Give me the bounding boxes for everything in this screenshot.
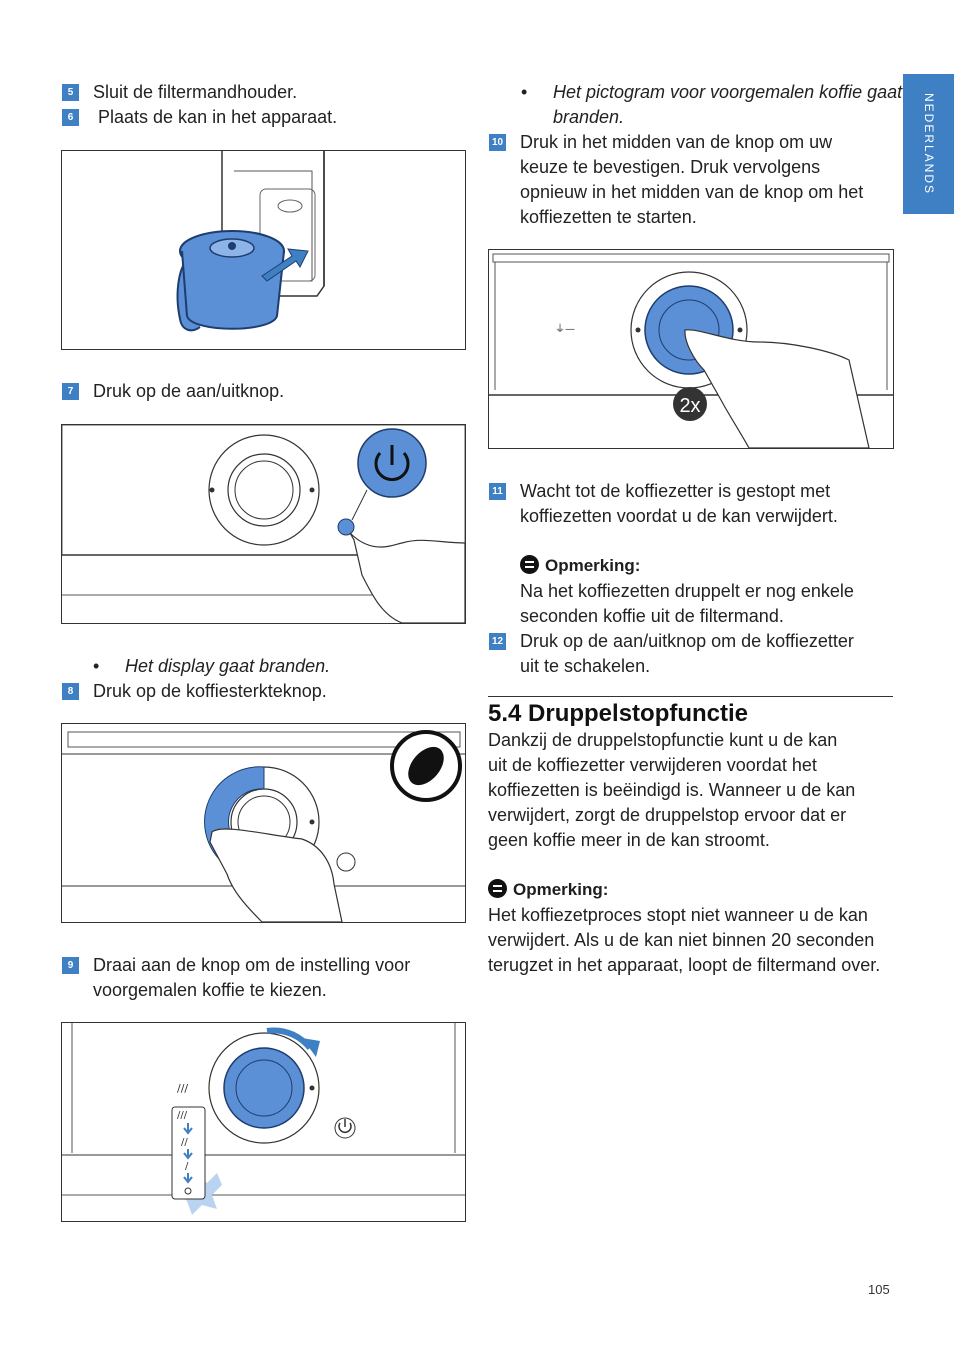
- note-icon: [488, 879, 507, 898]
- page-number: 105: [868, 1282, 890, 1297]
- step-text: Druk op de koffiesterkteknop.: [93, 681, 327, 701]
- language-label: NEDERLANDS: [921, 92, 936, 196]
- note-label: Opmerking:: [513, 880, 609, 899]
- note-text-line: Na het koffiezetten druppelt er nog enke…: [520, 581, 854, 601]
- press-twice-label: 2x: [679, 395, 700, 417]
- bullet-text-line: Het pictogram voor voorgemalen koffie ga…: [553, 82, 903, 102]
- figure-turn-knob: /// /// // /: [61, 1022, 466, 1222]
- section-text-line: Dankzij de druppelstopfunctie kunt u de …: [488, 730, 838, 750]
- svg-text:⏚—: ⏚—: [555, 323, 575, 335]
- step-number: 7: [62, 383, 79, 400]
- step-text-line: Draai aan de knop om de instelling voor: [93, 955, 411, 975]
- figure-press-center: ⏚— 2x: [488, 249, 894, 449]
- step-text: Plaats de kan in het apparaat.: [93, 107, 338, 127]
- step-number: 10: [489, 134, 506, 151]
- step-number: 8: [62, 683, 79, 700]
- step-text-line: voorgemalen koffie te kiezen.: [93, 980, 327, 1000]
- note-text-line: Het koffiezetproces stopt niet wanneer u…: [488, 905, 868, 925]
- step-7: 7 Druk op de aan/uitknop.: [62, 379, 462, 404]
- section-text-line: geen koffie meer in de kan stroomt.: [488, 830, 770, 850]
- svg-text:///: ///: [177, 1082, 188, 1095]
- step-5: 5 Sluit de filtermandhouder.: [62, 80, 462, 105]
- section-title: 5.4 Druppelstopfunctie: [488, 700, 749, 727]
- bullet-text-line: branden.: [553, 107, 625, 127]
- step-text: Sluit de filtermandhouder.: [93, 82, 298, 102]
- svg-text:///: ///: [177, 1110, 188, 1121]
- step-text-line: uit te schakelen.: [520, 656, 651, 676]
- note-label: Opmerking:: [545, 556, 641, 575]
- note-text-line: verwijdert. Als u de kan niet binnen 20 …: [488, 930, 875, 950]
- note-heading: Opmerking:: [488, 878, 608, 902]
- step-text-line: koffiezetten voordat u de kan verwijdert…: [520, 506, 838, 526]
- note-heading: Opmerking:: [520, 554, 640, 578]
- jug-illustration: [176, 151, 325, 332]
- figure-strength-button: [61, 723, 466, 923]
- bullet-text: Het display gaat branden.: [125, 656, 331, 676]
- section-text-line: verwijdert, zorgt de druppelstop ervoor …: [488, 805, 847, 825]
- step-text-line: keuze te bevestigen. Druk vervolgens: [520, 157, 821, 177]
- note-text-line: seconden koffie uit de filtermand.: [520, 606, 784, 626]
- step-12: 12 Druk op de aan/uitknop om de koffieze…: [489, 629, 894, 679]
- step-text: Druk op de aan/uitknop.: [93, 381, 285, 401]
- figure-power-button: [61, 424, 466, 624]
- step-11: 11 Wacht tot de koffiezetter is gestopt …: [489, 479, 894, 529]
- step-number: 5: [62, 84, 79, 101]
- bullet-ground-coffee-icon: • Het pictogram voor voorgemalen koffie …: [521, 80, 902, 130]
- section-text-line: uit de koffiezetter verwijderen voordat …: [488, 755, 817, 775]
- step-number: 9: [62, 957, 79, 974]
- section-text-line: koffiezetten is beëindigd is. Wanneer u …: [488, 780, 856, 800]
- section-divider: [488, 696, 893, 697]
- step-text-line: opnieuw in het midden van de knop om het: [520, 182, 864, 202]
- step-text-line: Wacht tot de koffiezetter is gestopt met: [520, 481, 831, 501]
- figure-insert-jug: [61, 150, 466, 350]
- step-8: 8 Druk op de koffiesterkteknop.: [62, 679, 462, 704]
- language-tab: NEDERLANDS: [903, 74, 954, 214]
- note-text-line: terugzet in het apparaat, loopt de filte…: [488, 955, 881, 975]
- svg-text://: //: [181, 1137, 188, 1148]
- step-6: 6 Plaats de kan in het apparaat.: [62, 105, 462, 130]
- step-text-line: koffiezetten te starten.: [520, 207, 697, 227]
- step-number: 11: [489, 483, 506, 500]
- step-text-line: Druk op de aan/uitknop om de koffiezette…: [520, 631, 854, 651]
- step-number: 6: [62, 109, 79, 126]
- step-9: 9 Draai aan de knop om de instelling voo…: [62, 953, 462, 1003]
- step-10: 10 Druk in het midden van de knop om uw …: [489, 130, 894, 230]
- step-text-line: Druk in het midden van de knop om uw: [520, 132, 833, 152]
- bullet-display: • Het display gaat branden.: [93, 654, 473, 679]
- svg-text:/: /: [185, 1161, 189, 1172]
- step-number: 12: [489, 633, 506, 650]
- note-icon: [520, 555, 539, 574]
